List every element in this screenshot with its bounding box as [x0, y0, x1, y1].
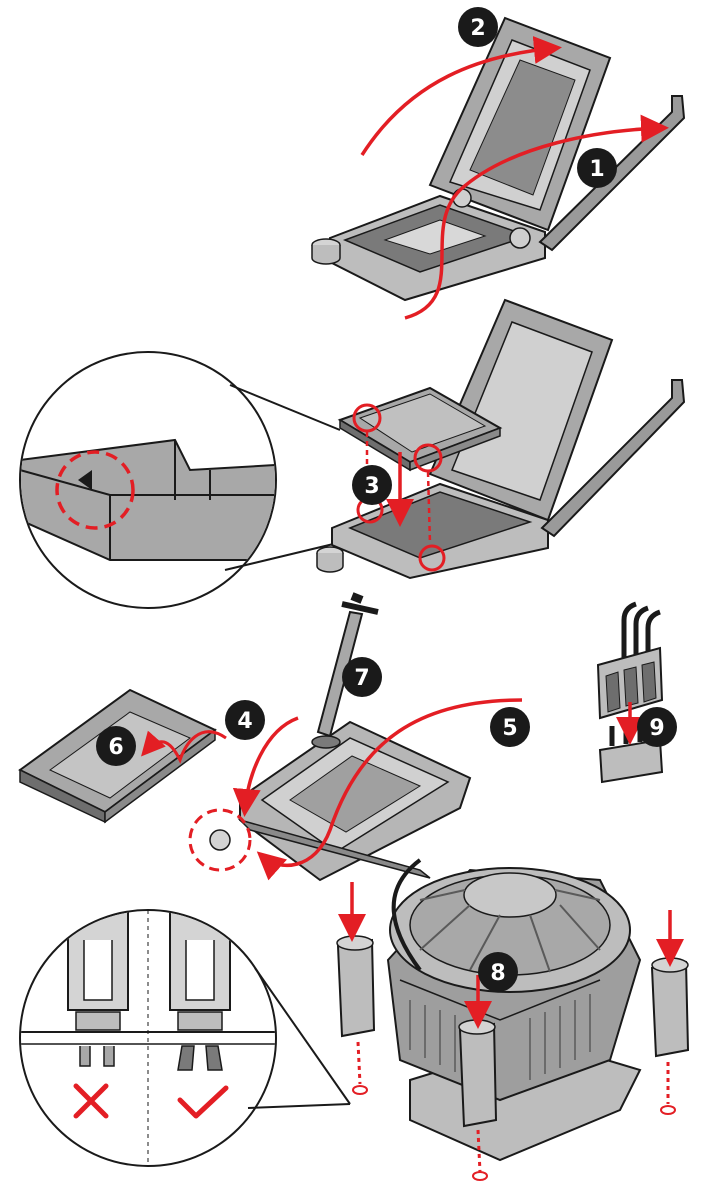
cross-mark-icon	[73, 1083, 109, 1119]
thermal-paste-syringe	[311, 592, 379, 749]
svg-text:7: 7	[354, 666, 369, 691]
arrow-lift-lever	[404, 114, 669, 320]
step-badge-7: 7	[342, 657, 382, 697]
step-badge-4: 4	[225, 700, 265, 740]
step-badge-2: 2	[458, 7, 498, 47]
cpu-chip	[337, 386, 503, 472]
push-pin-front	[458, 1019, 498, 1128]
socket-cap	[311, 238, 341, 265]
arrow-lower-lever	[256, 698, 523, 881]
step-badge-3: 3	[352, 465, 392, 505]
zoom-circle-cpu-notch	[19, 351, 351, 609]
svg-text:1: 1	[589, 157, 604, 182]
fan-connector-panel	[596, 601, 664, 784]
step-badge-5: 5	[490, 707, 530, 747]
zoom-highlight-ring	[55, 450, 135, 530]
svg-text:4: 4	[237, 709, 252, 734]
step-badge-9: 9	[637, 707, 677, 747]
push-pin-left	[336, 935, 376, 1038]
svg-text:8: 8	[490, 961, 505, 986]
step-badge-6: 6	[96, 726, 136, 766]
push-pin-zoom-panel	[19, 909, 351, 1167]
arrow-remove-cap	[141, 730, 227, 764]
step-badge-8: 8	[478, 952, 518, 992]
step-badge-1: 1	[577, 148, 617, 188]
cpu-placement-panel	[19, 298, 686, 609]
cpu-notch-triangle-icon	[78, 470, 92, 490]
close-socket-panel	[18, 592, 523, 882]
arrow-open-load-plate	[360, 36, 562, 156]
check-mark-icon	[177, 1085, 229, 1119]
socket-open-panel	[311, 16, 686, 320]
svg-text:9: 9	[649, 716, 664, 741]
push-pin-right	[650, 957, 690, 1058]
arrow-lower-load-plate	[232, 716, 299, 817]
svg-text:6: 6	[108, 735, 123, 760]
svg-text:5: 5	[502, 716, 517, 741]
svg-text:2: 2	[470, 16, 485, 41]
svg-text:3: 3	[364, 474, 379, 499]
cpu-cooler-panel	[336, 858, 690, 1181]
